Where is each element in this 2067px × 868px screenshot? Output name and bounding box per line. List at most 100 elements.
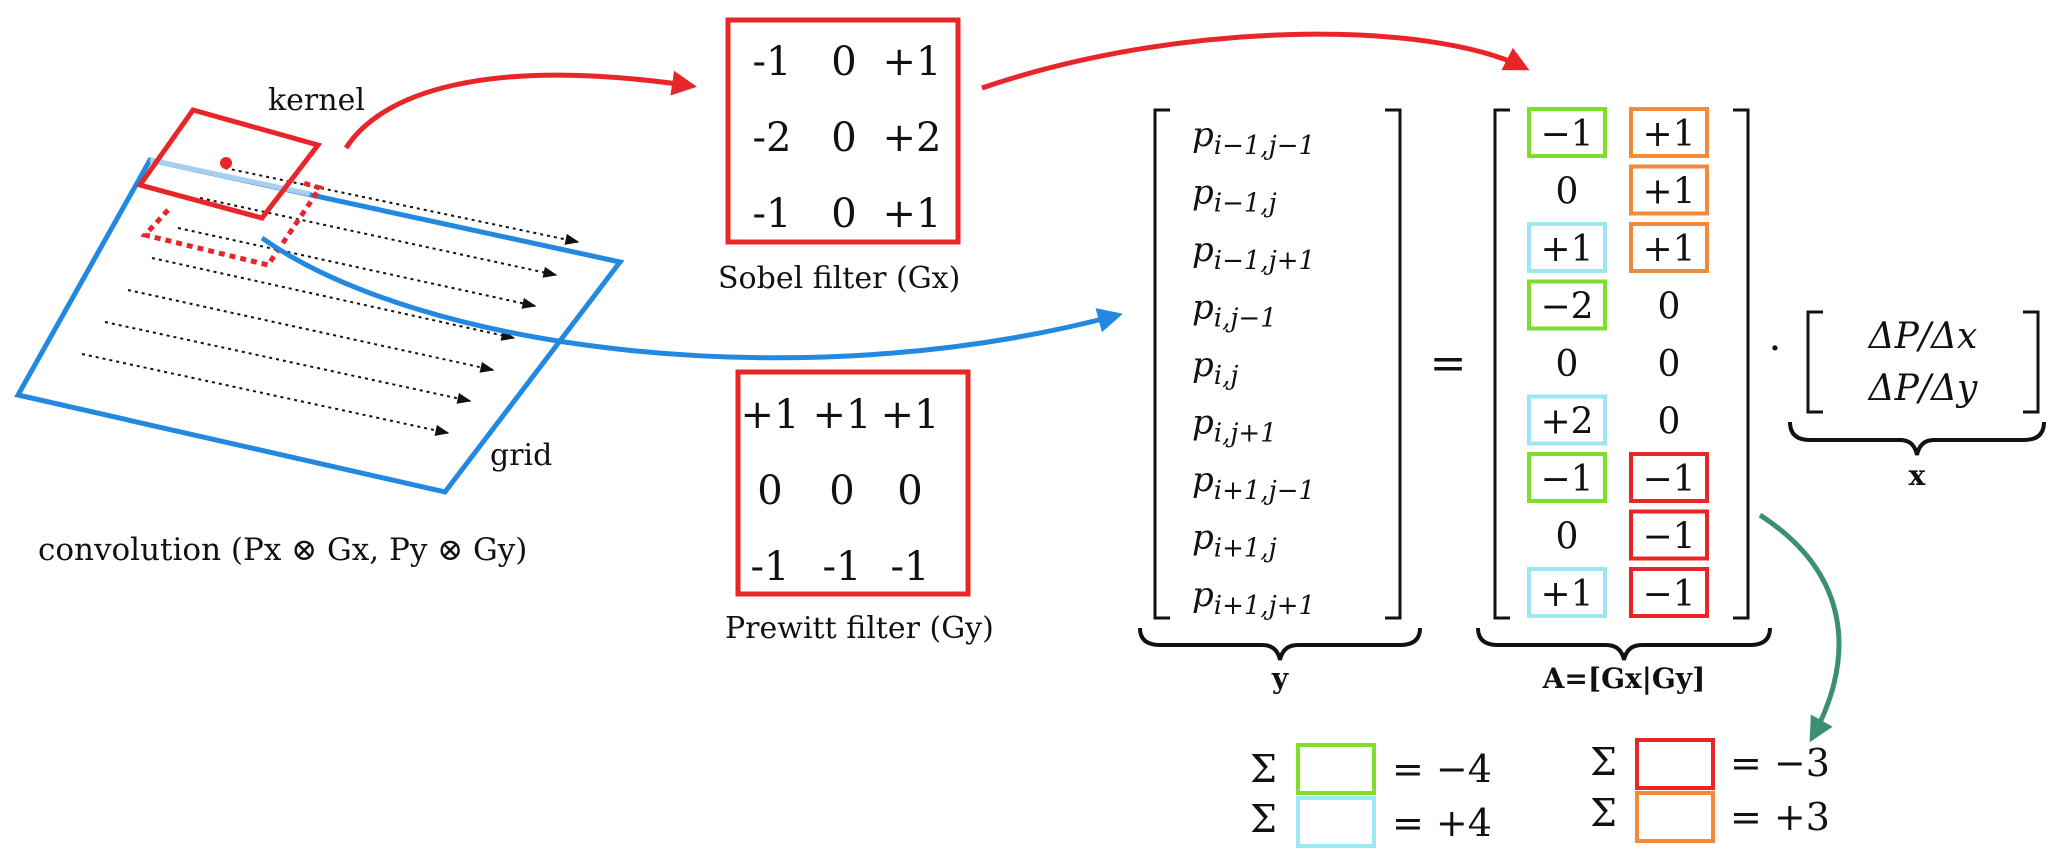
a-col1-entry-5: +2 — [1540, 402, 1593, 443]
a-col2-highlight-6 — [1629, 452, 1709, 503]
a-col1-entry-2: +1 — [1540, 229, 1593, 270]
teal-arrow-to-sums — [1758, 512, 1842, 743]
blue-arrow-grid-to-y — [260, 235, 1123, 361]
y-entry-1: pi−1,j — [1192, 173, 1277, 219]
a-col1-entry-6: −1 — [1540, 459, 1593, 500]
a-col1-highlight-0 — [1527, 107, 1607, 158]
a-col2-entry-3: 0 — [1658, 287, 1681, 328]
dot-operator: · — [1769, 326, 1782, 372]
a-label: A=[Gx|Gy] — [1542, 662, 1706, 695]
y-label: y — [1271, 662, 1289, 695]
y-entry-2: pi−1,j+1 — [1192, 230, 1315, 276]
prewitt-cell-r1-c0: 0 — [757, 468, 782, 514]
a-col2-entry-6: −1 — [1642, 459, 1695, 500]
red-arrow-sobel-to-matrix — [981, 31, 1530, 91]
a-col1-entry-1: 0 — [1556, 172, 1579, 213]
a-col2-highlight-1 — [1629, 164, 1709, 216]
equals-sign: = — [1430, 338, 1467, 389]
sobel-cell-r0-c0: -1 — [753, 39, 792, 85]
x-label: x — [1909, 459, 1926, 492]
x-entry-dy: ΔP/Δy — [1867, 368, 1978, 409]
scan-arrows — [81, 167, 580, 436]
kernel-center-dot — [220, 157, 232, 169]
sum-orange-sigma: Σ — [1590, 791, 1617, 835]
grid-plane — [14, 157, 625, 495]
y-entry-5: pi,j+1 — [1192, 403, 1277, 449]
prewitt-caption: Prewitt filter (Gy) — [725, 611, 994, 646]
a-col2-highlight-8 — [1629, 567, 1709, 618]
a-col1-entry-0: −1 — [1540, 114, 1593, 155]
sum-orange-value: = +3 — [1730, 795, 1830, 839]
a-col2-highlight-2 — [1629, 222, 1709, 273]
x-left-bracket — [1806, 310, 1823, 414]
y-entry-7: pi+1,j — [1192, 518, 1277, 564]
a-col1-highlight-5 — [1527, 394, 1607, 446]
grid-label: grid — [490, 438, 552, 473]
x-vector: ΔP/Δx ΔP/Δy x — [1788, 310, 2046, 492]
y-left-bracket — [1153, 108, 1170, 620]
x-entry-dx: ΔP/Δx — [1867, 316, 1978, 357]
sobel-cell-r0-c2: +1 — [883, 39, 942, 85]
a-col2-entry-4: 0 — [1658, 344, 1681, 385]
a-underbrace — [1476, 627, 1772, 661]
sobel-cell-r1-c0: -2 — [753, 115, 792, 161]
prewitt-cell-r0-c2: +1 — [881, 392, 940, 438]
sum-red-value: = −3 — [1730, 741, 1830, 785]
sum-orange-swatch — [1635, 791, 1715, 843]
sum-red-sigma: Σ — [1590, 740, 1617, 784]
grid-illustration — [14, 107, 625, 495]
y-entry-6: pi+1,j−1 — [1192, 460, 1315, 506]
prewitt-cell-r1-c1: 0 — [829, 468, 854, 514]
prewitt-cell-r0-c0: +1 — [741, 392, 800, 438]
a-col2-entry-2: +1 — [1642, 229, 1695, 270]
sum-green-swatch — [1296, 743, 1376, 795]
y-entry-0: pi−1,j−1 — [1192, 115, 1315, 161]
a-right-bracket — [1733, 108, 1750, 620]
prewitt-cell-r2-c1: -1 — [823, 544, 862, 590]
y-vector: pi−1,j−1pi−1,jpi−1,j+1pi,j−1pi,jpi,j+1pi… — [1138, 108, 1422, 695]
kernel-label: kernel — [268, 83, 365, 118]
a-col1-entry-3: −2 — [1540, 287, 1593, 328]
a-col2-entry-7: −1 — [1642, 517, 1695, 558]
sum-green-value: = −4 — [1392, 747, 1492, 791]
sobel-filter-box — [725, 17, 961, 245]
x-underbrace — [1788, 421, 2046, 456]
a-col1-highlight-8 — [1527, 567, 1607, 618]
a-col1-entry-8: +1 — [1540, 574, 1593, 615]
a-col1-highlight-2 — [1527, 222, 1607, 273]
prewitt-cell-r2-c2: -1 — [891, 544, 930, 590]
sobel-cell-r1-c2: +2 — [883, 115, 942, 161]
sobel-cell-r2-c1: 0 — [831, 191, 856, 237]
sums-legend: Σ = −4 Σ = +4 Σ = −3 Σ = +3 — [1250, 738, 1830, 848]
sum-cyan-value: = +4 — [1392, 801, 1492, 845]
a-col2-entry-8: −1 — [1642, 574, 1695, 615]
sum-cyan-sigma: Σ — [1250, 797, 1277, 841]
red-arrow-kernel-to-sobel — [343, 70, 697, 150]
sum-red-swatch — [1635, 738, 1715, 790]
sum-cyan-swatch — [1296, 796, 1376, 848]
y-entry-3: pi,j−1 — [1192, 288, 1277, 334]
kernel-window — [135, 107, 323, 221]
a-col1-entry-7: 0 — [1556, 517, 1579, 558]
sobel-cell-r2-c2: +1 — [883, 191, 942, 237]
y-right-bracket — [1385, 108, 1402, 620]
a-left-bracket — [1493, 108, 1510, 620]
convolution-caption: convolution (Px ⊗ Gx, Py ⊗ Gy) — [38, 532, 527, 568]
a-col1-highlight-6 — [1527, 452, 1607, 503]
y-underbrace — [1138, 627, 1422, 661]
sobel-cell-r1-c1: 0 — [831, 115, 856, 161]
a-col2-highlight-7 — [1629, 509, 1709, 561]
a-col1-highlight-3 — [1527, 279, 1607, 331]
sobel-caption: Sobel filter (Gx) — [718, 261, 960, 296]
a-col1-entry-4: 0 — [1556, 344, 1579, 385]
sobel-cell-r2-c0: -1 — [753, 191, 792, 237]
a-col2-entry-0: +1 — [1642, 114, 1695, 155]
a-col2-entry-1: +1 — [1642, 172, 1695, 213]
prewitt-cell-r1-c2: 0 — [897, 468, 922, 514]
a-col2-highlight-0 — [1629, 107, 1709, 158]
kernel-projection — [140, 179, 324, 268]
